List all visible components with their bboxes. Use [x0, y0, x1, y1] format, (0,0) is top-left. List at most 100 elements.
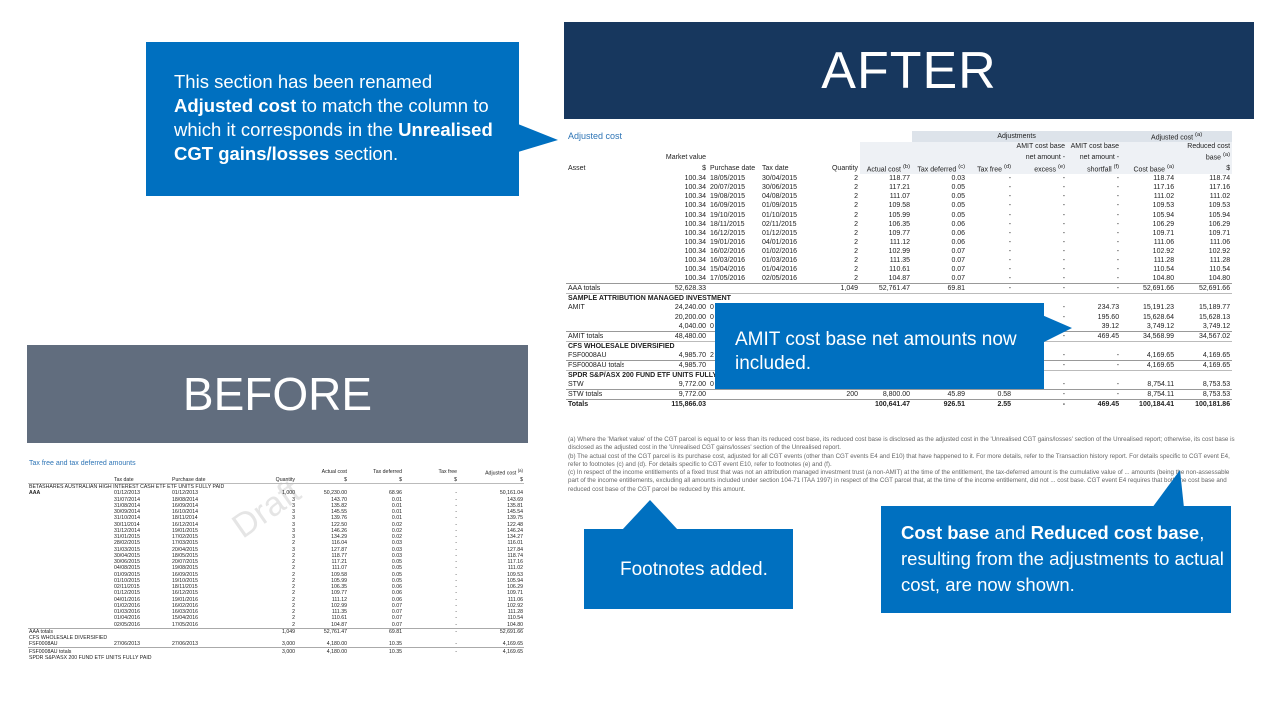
table-cell — [566, 238, 624, 247]
table-cell: 01/09/2015 — [762, 202, 798, 210]
table-cell: - — [1062, 175, 1066, 183]
table-cell: 0 — [710, 322, 714, 330]
table-cell: 18/08/2014 — [172, 496, 198, 503]
table-cell: 2 — [292, 621, 295, 628]
callout-renamed: This section has been renamed Adjusted c… — [146, 42, 519, 196]
table-cell: 10.35 — [348, 647, 403, 655]
table-cell: 0 — [710, 304, 714, 312]
table-cell: 105.99 — [888, 211, 911, 219]
section-heading: CFS WHOLESALE DIVERSIFIED — [29, 635, 108, 642]
table-cell: 106.35 — [331, 584, 347, 591]
table-cell: - — [1116, 247, 1120, 255]
header-amit-shortfall: AMIT cost base — [1067, 142, 1122, 152]
table-cell: FSF0008AU — [29, 641, 58, 648]
table-cell: 0.01 — [391, 509, 402, 516]
before-header-purchase-date: Purchase date — [172, 476, 206, 483]
table-cell: 100,641.47 — [860, 399, 913, 410]
table-cell: 3,000 — [241, 647, 296, 655]
table-cell: 3 — [292, 534, 295, 541]
table-cell: 8,754.11 — [1147, 381, 1175, 389]
table-cell: - — [455, 609, 457, 616]
table-cell: 111.07 — [889, 193, 911, 201]
table-cell: 2 — [854, 275, 859, 283]
table-cell: 04/01/2016 — [762, 238, 798, 246]
section-row: CFS WHOLESALE DIVERSIFIED — [28, 635, 524, 641]
table-cell: 0.06 — [391, 596, 402, 603]
table-cell — [566, 265, 624, 274]
table-cell: 16/09/2015 — [710, 202, 746, 210]
table-cell: 01/04/2016 — [762, 266, 798, 274]
table-cell: 0.07 — [391, 602, 402, 609]
table-cell: 105.94 — [507, 577, 523, 584]
header-tax-deferred: Tax deferred (c) — [912, 162, 968, 175]
table-cell: 2 — [710, 351, 714, 359]
table-cell: 0.58 — [967, 389, 1014, 400]
table-cell: 4,169.65 — [502, 641, 523, 648]
table-cell: - — [1062, 229, 1066, 237]
table-cell: 100.34 — [684, 220, 706, 228]
table-cell: FSF0008AU — [568, 351, 607, 359]
tax-free-deferred-table: Tax free and tax deferred amounts Actual… — [28, 459, 524, 661]
table-cell: - — [455, 502, 457, 509]
table-cell: 4,169.65 — [458, 647, 524, 655]
callout-text: This section has been renamed — [174, 71, 433, 92]
section-heading: SPDR S&P/ASX 200 FUND ETF UNITS FULLY PA… — [29, 654, 152, 661]
table-cell: 104.80 — [1152, 275, 1175, 283]
table-cell: 0.06 — [391, 584, 402, 591]
section-row: BETASHARES AUSTRALIAN HIGH INTEREST CASH… — [28, 483, 524, 490]
table-cell: - — [1067, 283, 1122, 294]
table-cell: 69.81 — [348, 627, 403, 635]
table-cell: 01/10/2015 — [762, 211, 798, 219]
table-cell: 100.34 — [684, 175, 706, 183]
table-cell: 111.12 — [889, 238, 911, 246]
before-header-tax-free: Tax free — [438, 469, 457, 476]
table-cell: 0.01 — [391, 502, 402, 509]
table-cell: - — [455, 615, 457, 622]
table-cell: 15,628.64 — [1142, 313, 1175, 321]
table-cell: 01/03/2016 — [114, 609, 140, 616]
table-cell: 3 — [292, 527, 295, 534]
table-cell: 2 — [854, 256, 859, 264]
table-cell: 2 — [292, 602, 295, 609]
table-cell: 8,753.53 — [1176, 389, 1233, 400]
table-cell: 1,000 — [282, 490, 295, 497]
group-adjustments: Adjustments — [912, 131, 1122, 143]
table-cell: 2 — [854, 229, 859, 237]
table-cell: 01/03/2016 — [762, 256, 798, 264]
table-cell: 106.29 — [507, 584, 523, 591]
table-cell: - — [1008, 202, 1012, 210]
table-cell: 24,240.00 — [674, 304, 706, 312]
table-cell: 16/02/2016 — [172, 602, 198, 609]
before-header-unit: $ — [454, 476, 457, 483]
table-cell: 31/10/2014 — [114, 515, 140, 522]
table-cell: 48,480.00 — [624, 330, 708, 342]
table-cell: - — [1008, 266, 1012, 274]
table-cell: 100.34 — [684, 184, 706, 192]
table-cell: 20/07/2015 — [172, 559, 198, 566]
table-cell: 31/07/2014 — [114, 496, 140, 503]
table-cell: - — [455, 577, 457, 584]
table-cell: 2 — [292, 571, 295, 578]
table-cell: 146.24 — [507, 527, 523, 534]
table-cell: - — [1116, 256, 1120, 264]
table-cell: 01/02/2016 — [762, 247, 798, 255]
callout-bold: Adjusted cost — [174, 95, 297, 116]
table-cell: - — [455, 552, 457, 559]
table-cell: 30/04/2015 — [762, 175, 798, 183]
table-cell: 19/01/2015 — [172, 527, 198, 534]
table-cell: 109.71 — [1152, 229, 1175, 237]
table-cell: 17/05/2016 — [710, 275, 746, 283]
table-cell: 102.99 — [331, 602, 347, 609]
table-cell — [566, 183, 624, 192]
table-cell: - — [1116, 220, 1120, 228]
table-cell: 15,189.77 — [1198, 304, 1231, 312]
table-cell: 17/03/2015 — [172, 540, 198, 547]
table-cell: 3 — [292, 502, 295, 509]
table-cell: 52,691.66 — [458, 627, 524, 635]
table-cell — [566, 174, 624, 183]
